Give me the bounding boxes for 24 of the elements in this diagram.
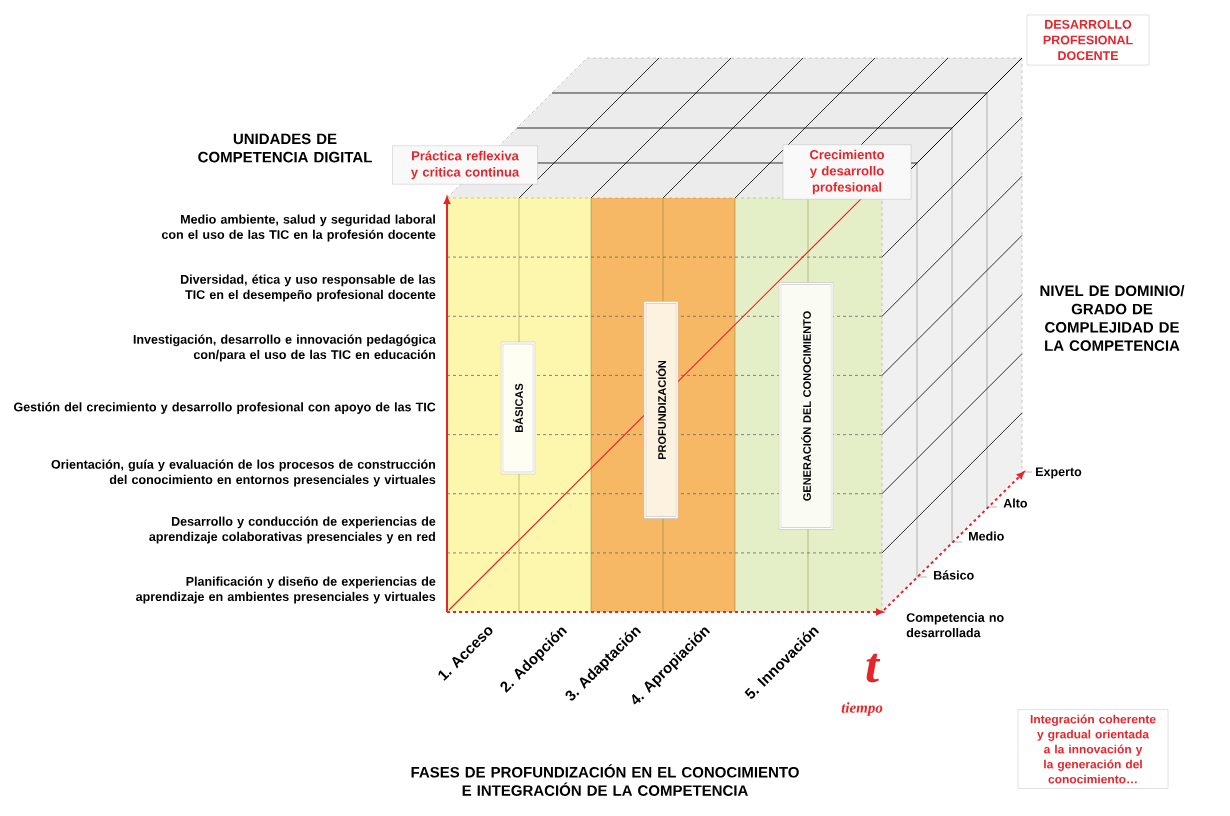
text-box: Integración coherente y gradual orientada a la innovación y la generación del conocimiento… [1017, 709, 1169, 789]
level-label: Medio [969, 531, 1004, 541]
level-label: Competencia no desarrollada [906, 612, 1004, 638]
text-box: DESARROLLO PROFESIONAL DOCENTE [1026, 14, 1150, 66]
time-label: tiempo [841, 702, 883, 716]
time-symbol: t [866, 653, 881, 683]
phase-label-box: PROFUNDIZACIÓN [643, 301, 679, 519]
level-label: Básico [934, 570, 974, 580]
unit-label: Medio ambiente, salud y seguridad laboral con el uso de las TIC en la profesión docente [161, 214, 436, 242]
level-label: Experto [1036, 467, 1082, 479]
axis-title: FASES DE PROFUNDIZACIÓN EN EL CONOCIMIENTO E INTEGRACIÓN DE LA COMPETENCIA [411, 764, 799, 796]
axis-title: UNIDADES DE COMPETENCIA DIGITAL [198, 133, 372, 163]
text-box: Práctica reflexiva y critica continua [392, 145, 538, 185]
unit-label: Investigación, desarrollo e innovación pedagógica con/para el uso de las TIC en educación [133, 334, 436, 362]
unit-label: Planificación y diseño de experiencias de aprendizaje en ambientes presenciales y virtuales [136, 576, 436, 604]
unit-label: Desarrollo y conducción de experiencias de aprendizaje colaborativas presenciales y en red [149, 516, 436, 544]
axis-title: NIVEL DE DOMINIO/ GRADO DE COMPLEJIDAD DE LA COMPETENCIA [1040, 285, 1185, 351]
level-label: Alto [1003, 498, 1028, 508]
phase-label-box: GENERACIÓN DEL CONOCIMIENTO [778, 282, 834, 530]
unit-label: Diversidad, ética y uso responsable de las TIC en el desempeño profesional docente [181, 274, 436, 302]
phase-label-box: BÁSICAS [500, 341, 536, 475]
unit-label: Orientación, guía y evaluación de los procesos de construcción del conocimiento en entornos presenciales y virtuales [51, 459, 436, 487]
unit-label: Gestión del crecimiento y desarrollo profesional con apoyo de las TIC [14, 402, 436, 414]
text-box: Crecimiento y desarrollo profesional [782, 144, 912, 200]
